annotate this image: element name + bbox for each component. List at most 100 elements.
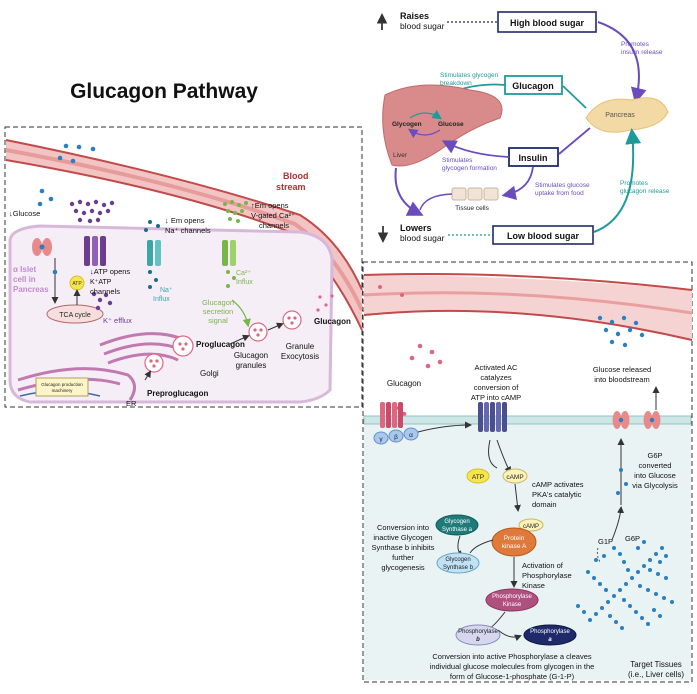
camp-activates-2: PKA's catalytic	[532, 490, 582, 499]
alpha-cell-membrane	[8, 224, 334, 404]
glycogen-synthase-a	[435, 514, 479, 536]
phosphorylase-kinase	[485, 588, 539, 612]
liver-organ	[382, 84, 503, 167]
camp-badge-label: cAMP	[506, 474, 523, 481]
activated-ac-3: conversion of	[474, 383, 520, 392]
pka-enzyme	[491, 527, 537, 557]
gs-a-label-2: Synthase a	[442, 527, 473, 533]
alpha-islet-1: α Islet	[13, 265, 36, 274]
phos-a-label-1: Phosphorylase	[530, 629, 570, 635]
atp-opens-3: channels	[90, 287, 120, 296]
insulin-hormone-label: Insulin	[519, 153, 548, 163]
proglucagon-vesicle	[144, 335, 194, 373]
raises-label: Raises	[400, 11, 429, 21]
g-beta	[388, 429, 404, 443]
tca-cycle-label: TCA cycle	[59, 312, 91, 319]
target-tissue-panel: Glucagon Activated AC catalyzes conversi…	[362, 261, 693, 683]
raises-sub: blood sugar	[400, 21, 445, 31]
low-glucose-label: ↓Glucose	[9, 209, 40, 218]
gs-b-label-2: Synthase b	[443, 565, 474, 571]
secretion-signal-2: secretion	[203, 307, 233, 316]
target-tissues-2: (i.e., Liver cells)	[628, 670, 684, 679]
conv-active-1: Conversion into active Phosphorylase a c…	[432, 652, 592, 661]
em-ca-2: V-gated Ca²⁺	[251, 211, 295, 220]
camp-activates-3: domain	[532, 500, 557, 509]
secretion-signal-1: Glucagon	[202, 298, 234, 307]
g-gamma-label: γ	[379, 436, 383, 443]
stim-formation-2: glycogen formation	[442, 165, 497, 172]
glucagon-secreted-label: Glucagon	[314, 317, 351, 326]
em-ca-1: ↑Em opens	[251, 201, 289, 210]
ca-influx-2: Influx	[236, 279, 253, 286]
stim-uptake-1: Stimulates glucose	[535, 182, 590, 189]
alpha-cell-panel: Blood stream ↓Glucose α Islet cell in Pa…	[4, 126, 364, 408]
activation-phk-2: Phosphorylase	[522, 571, 572, 580]
page-title: Glucagon Pathway	[70, 80, 258, 103]
g6p-converted-4: via Glycolysis	[632, 481, 678, 490]
calcium-dots	[223, 200, 248, 288]
em-na-2: Na⁺ channels	[165, 226, 211, 235]
conv-inactive-4: further	[392, 553, 414, 562]
alpha-islet-2: cell in	[13, 275, 36, 284]
atp-badge-label: ATP	[472, 474, 484, 481]
atp-badge	[466, 468, 490, 484]
er-label: ER	[126, 399, 137, 408]
stim-uptake-2: uptake from food	[535, 190, 584, 197]
glucagon-ligand-label: Glucagon	[387, 379, 421, 388]
glycogen-label: Glycogen	[392, 121, 422, 128]
pancreas-organ	[585, 97, 669, 133]
atp-small-label: ATP	[72, 281, 82, 287]
stim-formation-1: Stimulates	[442, 157, 473, 164]
atp-opens-2: K⁺ATP	[90, 279, 112, 286]
g-alpha	[403, 427, 419, 441]
production-machinery-1: Glucagon production	[41, 382, 83, 387]
na-influx-2: Influx	[153, 296, 170, 303]
target-tissues-1: Target Tissues	[630, 660, 682, 669]
promotes-glucagon-2: glucagon release	[620, 188, 670, 195]
promotes-insulin-2: insulin release	[621, 49, 663, 56]
activated-ac-2: catalyzes	[480, 373, 512, 382]
camp-activates-1: cAMP activates	[532, 480, 584, 489]
promotes-glucagon-1: Promotes	[620, 180, 649, 187]
conv-active-2: individual glucose molecules from glycog…	[430, 662, 595, 671]
granule-exo-2: Exocytosis	[281, 352, 319, 361]
glucose-released-1: Glucose released	[593, 365, 651, 374]
high-blood-sugar-label: High blood sugar	[510, 18, 584, 28]
k-efflux-label: K⁺ efflux	[103, 316, 132, 325]
sodium-channel-icon	[147, 240, 161, 266]
adenylyl-cyclase-icon	[478, 402, 507, 432]
production-machinery-2: machinery	[52, 388, 74, 393]
camp-badge	[502, 468, 528, 484]
blood-stream-label-1: Blood	[283, 171, 309, 181]
glucagon-granules	[248, 310, 302, 342]
activation-phk-1: Activation of	[522, 561, 564, 570]
tissue-cells-label: Tissue cells	[455, 205, 489, 212]
stim-breakdown-2: breakdown	[440, 80, 472, 87]
g6p-converted-1: G6P	[647, 451, 662, 460]
glucose-dots-vessel	[37, 143, 96, 207]
phos-b-label-1: Phosphorylase	[458, 629, 498, 635]
em-na-1: ↓ Em opens	[165, 216, 205, 225]
g6p-converted-2: converted	[639, 461, 672, 470]
glycogen-synthase-b	[436, 552, 480, 574]
glucagon-granules-2: granules	[236, 361, 267, 370]
granule-exo-1: Granule	[286, 342, 315, 351]
pancreas-label: Pancreas	[605, 112, 635, 119]
proglucagon-label: Proglucagon	[196, 340, 245, 349]
activation-phk-3: Kinase	[522, 581, 545, 590]
tca-cycle-shape	[46, 304, 104, 324]
sodium-dots	[144, 220, 160, 289]
gs-a-label-1: Glycogen	[444, 519, 469, 525]
blood-stream-label-2: stream	[276, 182, 306, 192]
na-influx-1: Na⁺	[160, 287, 173, 294]
potassium-dots	[69, 199, 115, 311]
glucagon-hormone-label: Glucagon	[512, 81, 554, 91]
glycogen-molecule	[576, 540, 674, 630]
pka-label-1: Protein	[504, 535, 525, 542]
golgi-label: Golgi	[200, 369, 219, 378]
activated-ac-1: Activated AC	[475, 363, 519, 372]
glut-transporter-right-icon	[612, 411, 661, 429]
em-ca-3: channels	[259, 221, 289, 230]
phos-b-label-2: b	[476, 637, 480, 643]
